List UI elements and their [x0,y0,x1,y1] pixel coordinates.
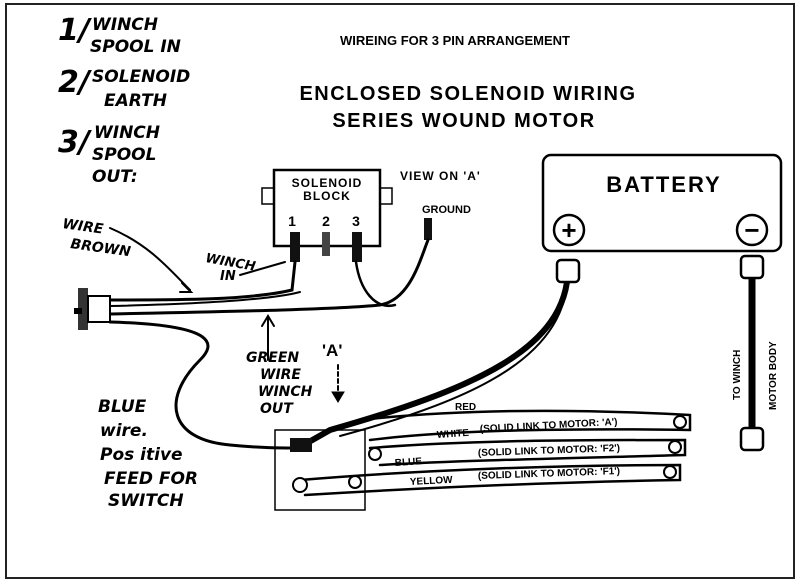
pin-3-label: 3 [352,213,360,229]
page-border [5,3,795,579]
pin-3-terminal [352,232,362,262]
label-motor-body: MOTOR BODY [768,341,779,410]
note-1-line-2: SPOOL IN [90,37,181,57]
top-title: WIREING FOR 3 PIN ARRANGEMENT [340,33,570,48]
note-3-line-1: WINCH [94,123,160,143]
battery-body [541,153,783,253]
note-1-number: 1/ [58,13,93,48]
label-white: WHITE [436,428,469,441]
ground-label: GROUND [422,204,471,216]
label-blue-link: (SOLID LINK TO MOTOR: 'F2') [478,443,620,459]
battery: BATTERY + − [541,153,783,253]
label-yellow-link: (SOLID LINK TO MOTOR: 'F1') [478,466,620,482]
note-2-number: 2/ [58,65,93,100]
label-green-4: OUT [260,401,294,417]
label-yellow: YELLOW [410,475,454,488]
note-3-number: 3/ [58,125,93,160]
wire-brown [108,260,297,302]
terminal-block [274,429,366,511]
solenoid-block: SOLENOID BLOCK 1 2 3 [261,168,393,262]
label-white-link: (SOLID LINK TO MOTOR: 'A') [480,417,618,435]
solenoid-label-2: BLOCK [303,189,351,203]
minus-sign: − [744,215,759,245]
battery-positive-terminal [552,213,586,247]
pin-1-label: 1 [288,213,296,229]
label-wire: WIRE [61,216,104,238]
label-blue-cable: BLUE [394,456,422,469]
title-line-2: SERIES WOUND MOTOR [332,110,595,132]
note-3-line-2: SPOOL [92,145,156,165]
label-blue-3: Pos itive [100,445,183,465]
note-2-line-1: SOLENOID [92,67,190,87]
a-marker: 'A' [322,341,342,360]
lugs [292,254,765,493]
wire-blue-feed [108,320,302,450]
label-blue-1: BLUE [98,397,147,417]
connector-plug [74,288,111,330]
battery-label: BATTERY [606,172,721,197]
label-blue-2: wire. [100,421,148,441]
label-winch-in-2: IN [220,269,236,284]
label-green-1: GREEN [246,350,299,366]
note-3-line-3: OUT: [92,167,138,187]
solenoid-label-1: SOLENOID [292,176,363,190]
ground-terminal [424,218,432,240]
note-1-line-1: WINCH [92,15,158,35]
label-red: RED [455,402,476,413]
plus-sign: + [561,215,576,245]
handwritten-notes: 1/ WINCH SPOOL IN 2/ SOLENOID EARTH 3/ W… [58,13,190,187]
label-green-2: WIRE [260,367,301,383]
wires [108,227,756,497]
wire-green [108,238,430,316]
label-brown: BROWN [69,236,131,260]
label-green-3: WINCH [258,384,313,400]
pin-1-terminal [290,232,300,262]
pin-2-label: 2 [322,213,330,229]
label-blue-5: SWITCH [108,491,184,511]
note-2-line-2: EARTH [104,91,167,111]
view-on-a-label: VIEW ON 'A' [400,169,481,183]
label-blue-4: FEED FOR [104,469,198,489]
pin-2-terminal [322,232,330,256]
battery-negative-terminal [735,213,769,247]
title-line-1: ENCLOSED SOLENOID WIRING [299,83,636,105]
label-to-winch: TO WINCH [732,350,743,400]
